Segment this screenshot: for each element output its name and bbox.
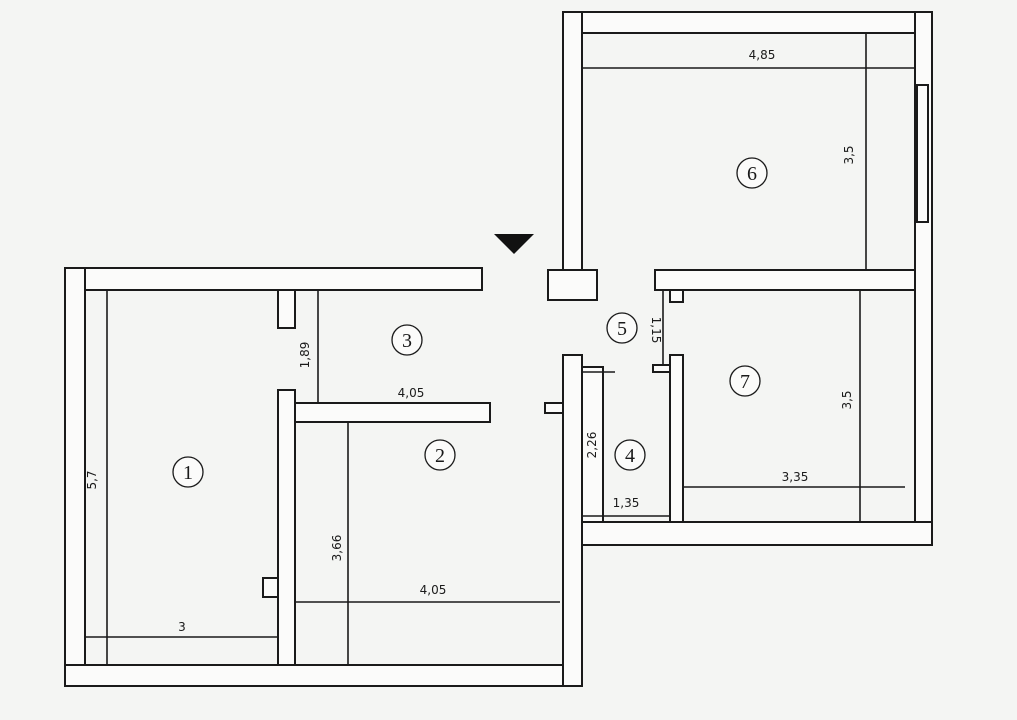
room-label-3: 3 [391,324,423,356]
dimension-label: 3,5 [842,145,856,164]
wall [652,364,671,373]
dimension-label: 4,05 [398,386,425,400]
room-number: 6 [747,163,757,185]
dimension-label: 3,66 [330,535,344,562]
dimension-label: 4,85 [749,48,776,62]
dimension-label: 5,7 [85,470,99,489]
room-number: 3 [402,330,412,352]
room-label-2: 2 [424,439,456,471]
wall [64,267,86,687]
walls [64,11,933,687]
wall [581,521,933,546]
dimension-label: 3,35 [782,470,809,484]
wall [669,354,684,523]
wall [262,577,279,598]
room-label-4: 4 [614,439,646,471]
room-labels: 1 2 3 4 5 6 7 [172,157,768,488]
room-label-6: 6 [736,157,768,189]
room-label-5: 5 [606,312,638,344]
dimension-label: 1,15 [649,317,663,344]
dimension-label: 1,35 [613,496,640,510]
dimension-labels: 4,85 3,5 1,15 3,5 3,35 1,35 2,26 1,89 4,05 4,05 3,… [85,48,856,634]
wall [547,269,598,301]
wall [544,402,564,414]
dimension-label: 3,5 [840,390,854,409]
wall [562,354,583,687]
entrance-triangle-icon [494,234,534,254]
wall [64,267,483,291]
dimension-label: 3 [178,620,186,634]
dimension-label: 2,26 [585,432,599,459]
wall [654,269,916,291]
room-number: 1 [183,462,193,484]
room-number: 7 [740,371,750,393]
dimension-label: 1,89 [298,342,312,369]
wall [562,11,583,271]
window [916,84,929,223]
room-number: 4 [625,445,635,467]
wall [64,664,583,687]
room-number: 2 [435,445,445,467]
wall [294,402,491,423]
dimension-lines [85,33,915,665]
room-label-7: 7 [729,365,761,397]
dimension-label: 4,05 [420,583,447,597]
wall [277,389,296,666]
wall [277,289,296,329]
wall [562,11,933,34]
wall [669,289,684,303]
room-label-1: 1 [172,456,204,488]
room-number: 5 [617,318,627,340]
